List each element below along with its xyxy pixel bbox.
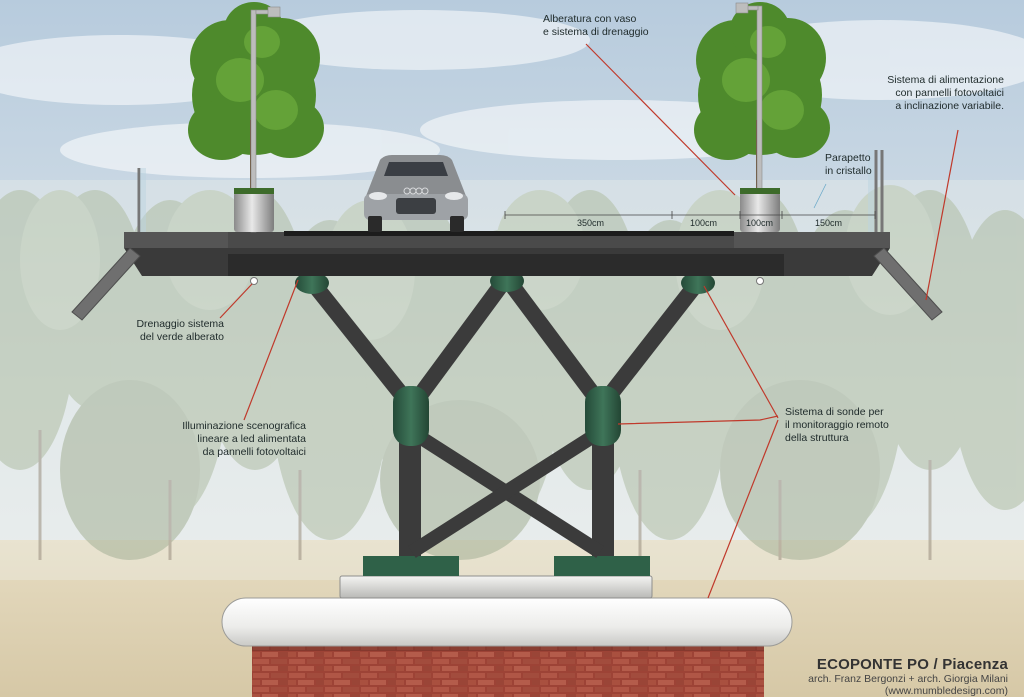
truss-joints [295,270,715,446]
leader-lines [219,43,959,599]
lamp-post-left [250,6,281,233]
tree-right [694,2,830,192]
joint-top-right [681,272,715,294]
project-title: ECOPONTE PO / Piacenza [816,656,1008,673]
planter-right [740,188,780,232]
solar-panel-right [873,247,943,321]
dimension-150: 150cm [815,218,843,228]
joint-mid-right [585,386,621,446]
title-block: ECOPONTE PO / Piacenza arch. Franz Bergo… [808,656,1008,697]
glass-parapets [137,150,884,232]
label-sonde: Sistema di sonde per il monitoraggio rem… [785,406,889,444]
project-credits: arch. Franz Bergonzi + arch. Giorgia Mil… [808,673,1008,685]
tree-left [188,2,324,192]
pier-cap [221,597,793,647]
base-plate-right [554,556,650,576]
label-drenaggio: Drenaggio sistema del verde alberato [136,318,224,343]
solar-panel-left [71,247,141,321]
base-plate-left [363,556,459,576]
brick-pier [252,645,764,697]
dimension-lines [504,211,876,219]
joint-top-left [295,272,329,294]
car [364,155,468,232]
dimension-350: 350cm [577,218,605,228]
label-illuminazione: Illuminazione scenografica lineare a led… [182,420,306,458]
label-parapetto: Parapetto in cristallo [825,152,872,177]
label-alimentazione: Sistema di alimentazione con pannelli fo… [887,74,1004,112]
drain-point-right [756,277,764,285]
drain-point-left [250,277,258,285]
joint-mid-left [393,386,429,446]
parapetto-leader [813,183,827,209]
planter-left [234,188,274,232]
label-alberatura: Alberatura con vaso e sistema di drenagg… [543,13,649,38]
dimension-100-a: 100cm [690,218,718,228]
plinth [339,575,653,599]
project-website: (www.mumbledesign.com) [884,685,1008,697]
bridge-deck [124,231,890,276]
dimension-100-b: 100cm [746,218,774,228]
